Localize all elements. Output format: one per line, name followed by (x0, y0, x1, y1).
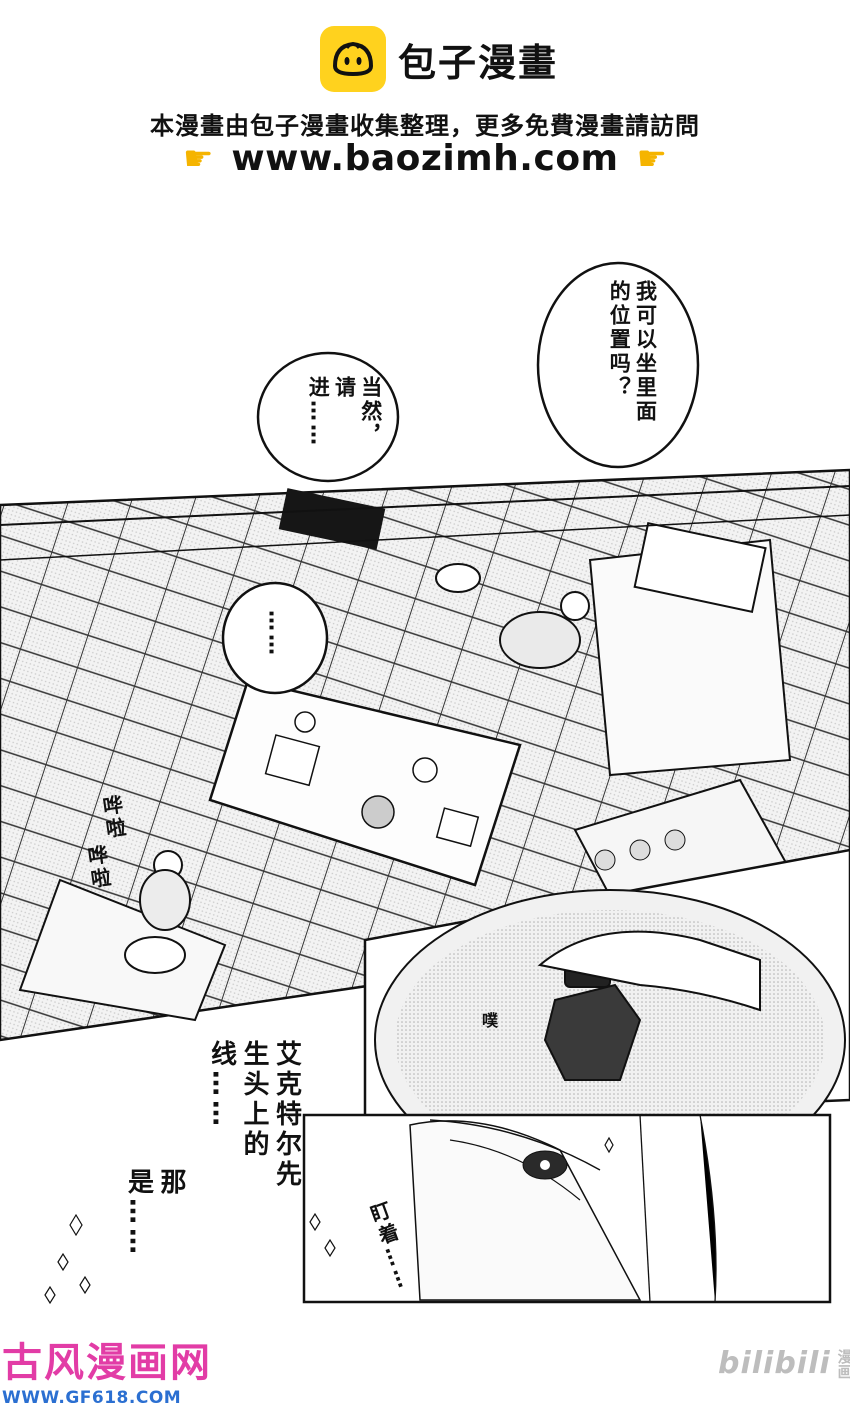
brand-logo[interactable]: 包子漫畫 (320, 26, 558, 92)
bun-face-logo-icon (320, 26, 386, 92)
pointing-hand-icon: ☛ (636, 138, 668, 179)
sfx-drop: 噗 (479, 1012, 498, 1031)
narration-line-1: 艾克特尔先生头上的线…… (206, 1040, 302, 1190)
pointing-hand-icon: ☛ (182, 138, 214, 179)
watermark-title: 古风漫画网 (2, 1340, 212, 1386)
bubble-text-left: 当然，请进…… (306, 376, 383, 448)
site-url-row[interactable]: ☛ www.baozimh.com ☛ (0, 138, 850, 179)
speech-bubble-left (256, 351, 400, 483)
site-header: 包子漫畫 本漫畫由包子漫畫收集整理，更多免費漫畫請訪問 ☛ www.baozim… (0, 0, 850, 200)
watermark-url: WWW.GF618.COM (2, 1388, 182, 1408)
bilibili-sub: 漫画 (835, 1348, 850, 1379)
bubble-text-middle: …… (264, 610, 289, 658)
site-watermark: 古风漫画网 WWW.GF618.COM (2, 1330, 212, 1408)
sparkles (44, 1136, 614, 1305)
site-url-link[interactable]: www.baozimh.com (231, 138, 619, 179)
brand-name: 包子漫畫 (398, 40, 559, 85)
site-notice: 本漫畫由包子漫畫收集整理，更多免費漫畫請訪問 (150, 112, 700, 140)
face-panel (302, 1113, 832, 1304)
speech-bubble-right (536, 261, 700, 469)
bilibili-watermark: bilibili 漫画 (718, 1346, 850, 1381)
speech-bubble-middle (221, 581, 329, 695)
narration-line-2: 那是…… (123, 1168, 187, 1258)
bubble-text-right: 我可以坐里面的位置吗？ (607, 280, 658, 424)
bilibili-logo: bilibili (718, 1346, 831, 1381)
